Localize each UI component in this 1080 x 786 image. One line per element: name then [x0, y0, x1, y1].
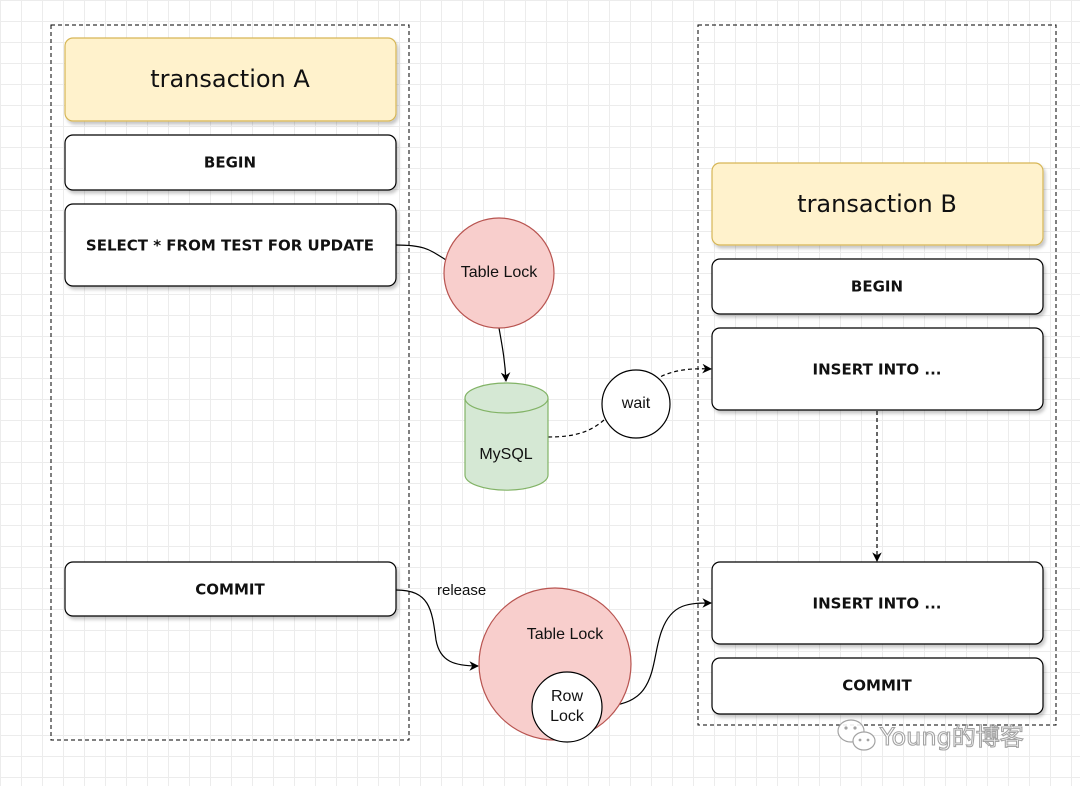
transaction-b-title-label: transaction B	[797, 190, 957, 218]
transaction-b-begin[interactable]: BEGIN	[711, 258, 1044, 315]
transaction-b-commit-label: COMMIT	[842, 677, 912, 695]
transaction-a-begin[interactable]: BEGIN	[64, 134, 397, 191]
watermark-text: Young的博客	[879, 723, 1024, 751]
transaction-a-commit-label: COMMIT	[195, 581, 265, 599]
transaction-b-insert-1[interactable]: INSERT INTO ...	[711, 327, 1044, 411]
row-lock-label-line2: Lock	[550, 708, 585, 725]
transaction-a-title[interactable]: transaction A	[64, 37, 397, 122]
transaction-a-title-label: transaction A	[150, 65, 310, 93]
table-lock-bottom-label: Table Lock	[527, 626, 604, 643]
wait-node[interactable]: wait	[601, 369, 671, 439]
transaction-a-select-label: SELECT * FROM TEST FOR UPDATE	[86, 237, 374, 255]
transaction-b-commit[interactable]: COMMIT	[711, 657, 1044, 715]
transaction-b-insert-2-label: INSERT INTO ...	[813, 595, 942, 613]
transaction-a-select[interactable]: SELECT * FROM TEST FOR UPDATE	[64, 203, 397, 287]
transaction-b-begin-label: BEGIN	[851, 278, 903, 296]
release-label: release	[437, 582, 486, 599]
row-lock-label-line1: Row	[551, 688, 583, 705]
wait-label: wait	[621, 395, 651, 412]
transaction-a-lane	[50, 24, 410, 741]
edge-row-lock-to-insert-2[interactable]	[601, 598, 712, 707]
transaction-b-title[interactable]: transaction B	[711, 162, 1044, 246]
edge-table-lock-to-mysql	[498, 327, 511, 382]
wechat-icon	[837, 719, 876, 751]
edge-wait-to-insert-1[interactable]	[654, 363, 712, 381]
table-lock-top-label: Table Lock	[461, 264, 538, 281]
mysql-database-node[interactable]: MySQL	[464, 382, 549, 491]
transaction-b-insert-1-label: INSERT INTO ...	[813, 361, 942, 379]
edge-mysql-to-wait	[547, 419, 605, 438]
row-lock-node[interactable]: Row Lock	[531, 671, 603, 743]
transaction-b-lane	[697, 24, 1057, 726]
watermark: Young的博客	[837, 719, 1024, 752]
transaction-a-begin-label: BEGIN	[204, 154, 256, 172]
transaction-a-commit[interactable]: COMMIT	[64, 561, 397, 617]
edge-commit-to-table-lock[interactable]	[395, 589, 479, 671]
edge-select-to-table-lock	[395, 244, 447, 261]
transaction-b-insert-2[interactable]: INSERT INTO ...	[711, 561, 1044, 645]
mysql-label: MySQL	[479, 446, 532, 463]
table-lock-node-top[interactable]: Table Lock	[443, 217, 555, 329]
